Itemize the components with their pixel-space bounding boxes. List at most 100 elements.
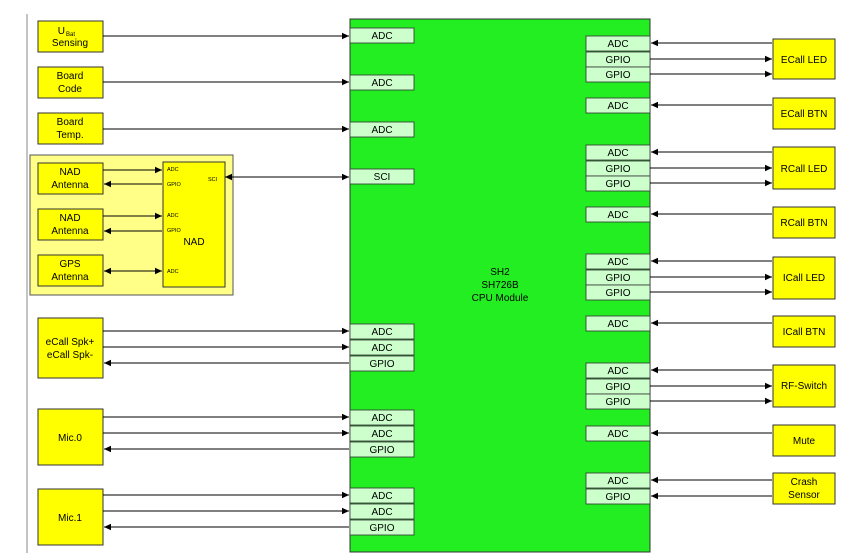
block-gps-antenna: GPS Antenna [37, 254, 104, 287]
svg-text:ADC: ADC [607, 148, 628, 159]
right-port: ADC [585, 97, 651, 114]
block-mic-0: Mic.0 [37, 408, 104, 466]
block-crash-sensor: Crash Sensor [772, 472, 836, 505]
svg-text:Sensor: Sensor [788, 490, 820, 501]
right-port: ADC [585, 472, 651, 489]
svg-text:ECall LED: ECall LED [781, 55, 827, 66]
block-ecall-spk: eCall Spk+ eCall Spk- [37, 317, 104, 379]
svg-text:ADC: ADC [371, 125, 392, 136]
cpu-right-ports: ADC GPIO GPIO ADC ADC GPIO GPIO ADC ADC … [585, 35, 651, 505]
svg-text:GPIO: GPIO [605, 288, 630, 299]
svg-text:ADC: ADC [607, 319, 628, 330]
svg-text:ADC: ADC [371, 507, 392, 518]
right-port: GPIO [585, 393, 651, 410]
svg-text:ADC: ADC [371, 429, 392, 440]
nad-port-5: ADC [167, 269, 179, 275]
nad-port-1: ADC [167, 167, 179, 173]
left-connections [103, 32, 349, 531]
ubat-label-sub: Bat [66, 32, 75, 38]
svg-text:ADC: ADC [607, 476, 628, 487]
right-port: ADC [585, 362, 651, 379]
svg-text:Antenna: Antenna [51, 180, 89, 191]
cpu-label-line-3: CPU Module [472, 293, 529, 304]
cpu-label-line-2: SH726B [481, 280, 519, 291]
block-icall-led: ICall LED [772, 256, 836, 300]
svg-text:Board: Board [57, 71, 84, 82]
svg-text:GPIO: GPIO [369, 445, 394, 456]
svg-text:NAD: NAD [59, 213, 80, 224]
block-icall-btn: ICall BTN [772, 315, 836, 348]
svg-text:ADC: ADC [607, 39, 628, 50]
right-port: GPIO [585, 66, 651, 83]
left-port: ADC [349, 74, 415, 91]
svg-text:GPIO: GPIO [605, 492, 630, 503]
block-nad-antenna-1: NAD Antenna [37, 162, 104, 195]
right-port: ADC [585, 206, 651, 223]
right-port: ADC [585, 315, 651, 332]
left-port: ADC [349, 409, 415, 426]
right-port: GPIO [585, 160, 651, 177]
nad-sci-label: SCI [208, 177, 218, 183]
right-port: GPIO [585, 284, 651, 301]
nad-module-label: NAD [183, 237, 204, 248]
block-board-code: Board Code [37, 66, 104, 99]
left-port: ADC [349, 503, 415, 520]
svg-text:GPIO: GPIO [605, 55, 630, 66]
left-port: ADC [349, 487, 415, 504]
svg-text:ADC: ADC [607, 429, 628, 440]
block-mic-1: Mic.1 [37, 488, 104, 546]
svg-text:GPIO: GPIO [369, 523, 394, 534]
svg-text:Antenna: Antenna [51, 272, 89, 283]
svg-text:ICall BTN: ICall BTN [783, 327, 826, 338]
left-port: GPIO [349, 519, 415, 536]
svg-text:ADC: ADC [371, 491, 392, 502]
svg-text:ADC: ADC [371, 413, 392, 424]
nad-port-4: GPIO [167, 228, 181, 234]
svg-text:ADC: ADC [371, 343, 392, 354]
svg-text:eCall Spk+: eCall Spk+ [46, 337, 95, 348]
block-ubat-sensing: U Bat Sensing [37, 20, 104, 53]
block-rcall-btn: RCall BTN [772, 206, 836, 239]
svg-text:ADC: ADC [371, 327, 392, 338]
svg-text:Mic.1: Mic.1 [58, 513, 82, 524]
svg-text:ADC: ADC [371, 31, 392, 42]
block-rf-switch: RF-Switch [772, 364, 836, 408]
svg-text:SCI: SCI [374, 172, 391, 183]
svg-text:GPIO: GPIO [369, 359, 394, 370]
right-port: GPIO [585, 378, 651, 395]
svg-text:Mic.0: Mic.0 [58, 433, 82, 444]
svg-text:RCall BTN: RCall BTN [780, 218, 827, 229]
left-port: GPIO [349, 355, 415, 372]
right-port: GPIO [585, 175, 651, 192]
left-port: ADC [349, 323, 415, 340]
block-board-temp: Board Temp. [37, 112, 104, 145]
svg-text:ADC: ADC [607, 101, 628, 112]
right-port: ADC [585, 253, 651, 270]
svg-text:Board: Board [57, 117, 84, 128]
svg-text:Antenna: Antenna [51, 226, 89, 237]
cpu-left-ports: ADC ADC ADC SCI ADC ADC GPIO ADC ADC GPI… [349, 27, 415, 536]
left-port: ADC [349, 27, 415, 44]
right-port: GPIO [585, 488, 651, 505]
right-port: ADC [585, 144, 651, 161]
svg-text:RCall LED: RCall LED [781, 164, 828, 175]
svg-text:GPIO: GPIO [605, 179, 630, 190]
svg-text:RF-Switch: RF-Switch [781, 381, 827, 392]
svg-text:ICall LED: ICall LED [783, 273, 825, 284]
svg-text:Temp.: Temp. [56, 130, 83, 141]
block-rcall-led: RCall LED [772, 146, 836, 190]
block-ecall-btn: ECall BTN [772, 97, 836, 130]
svg-text:Code: Code [58, 84, 82, 95]
svg-text:GPIO: GPIO [605, 273, 630, 284]
svg-text:NAD: NAD [59, 167, 80, 178]
left-port: ADC [349, 339, 415, 356]
nad-module [162, 161, 226, 288]
svg-text:GPIO: GPIO [605, 164, 630, 175]
nad-port-2: GPIO [167, 182, 181, 188]
svg-text:GPIO: GPIO [605, 397, 630, 408]
cpu-label-line-1: SH2 [490, 267, 510, 278]
svg-text:ADC: ADC [607, 210, 628, 221]
svg-text:ADC: ADC [607, 257, 628, 268]
block-ecall-led: ECall LED [772, 38, 836, 80]
